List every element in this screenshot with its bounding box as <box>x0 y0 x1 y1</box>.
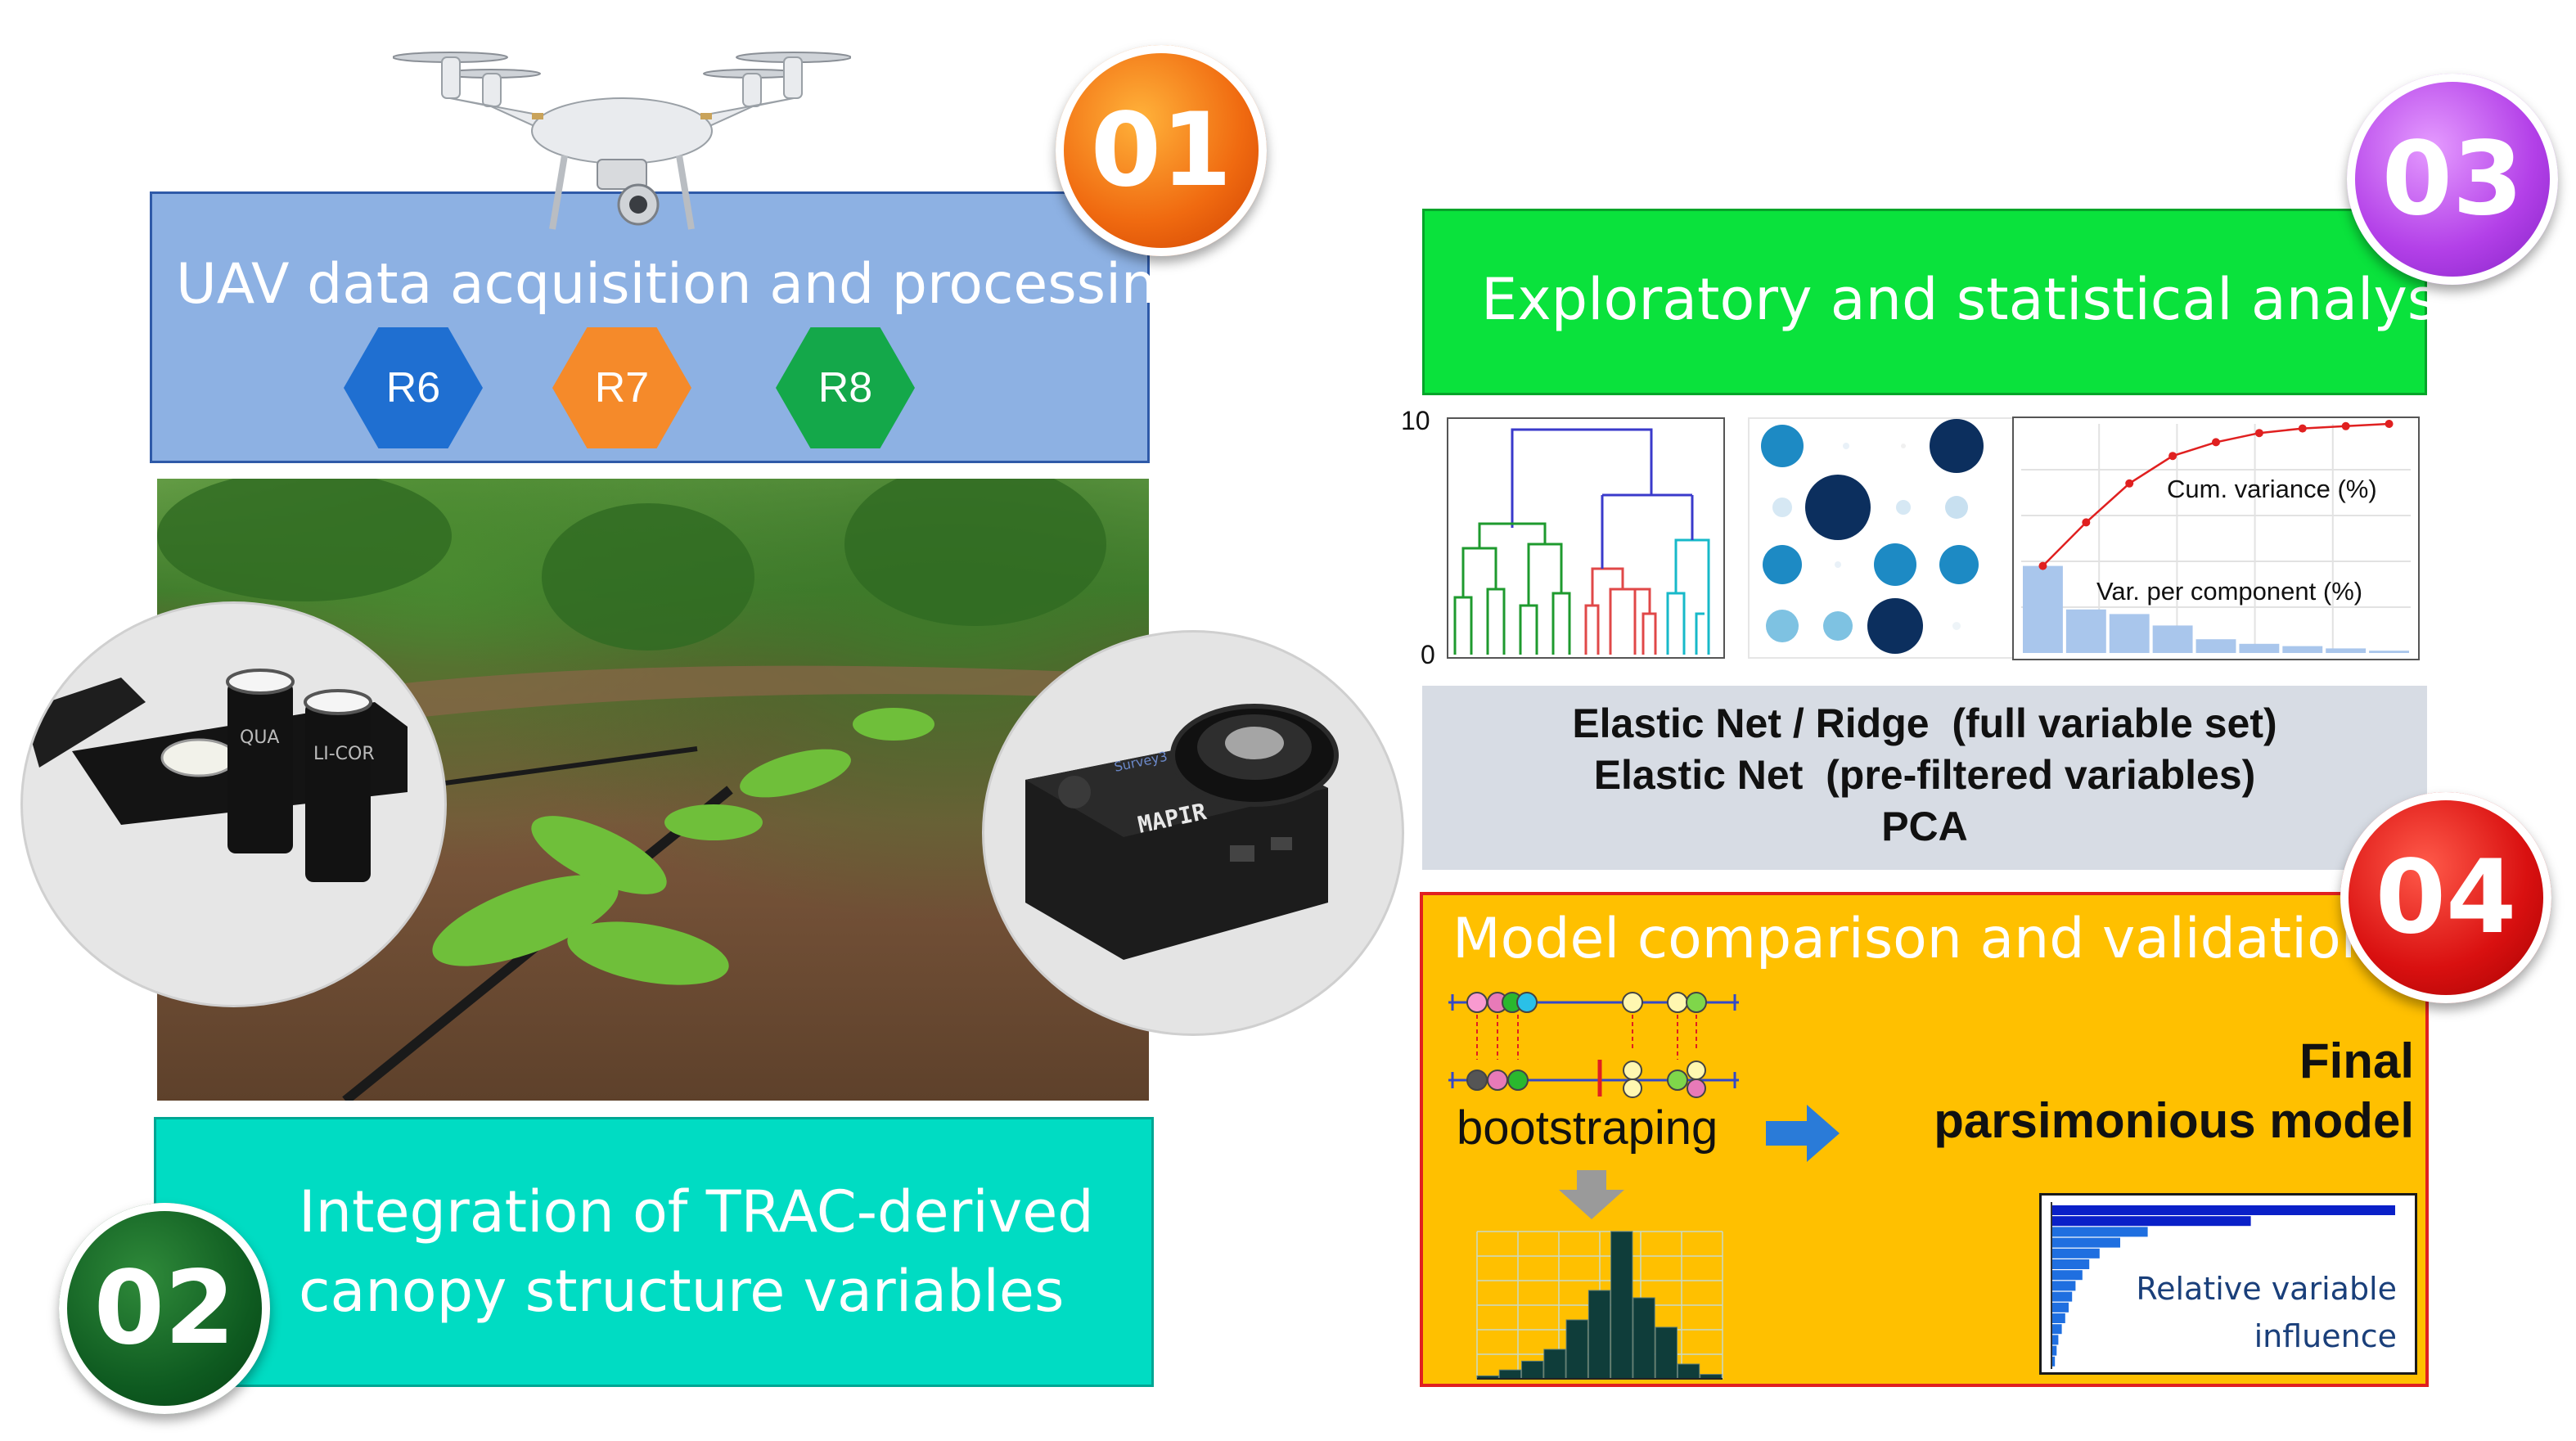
pca-bar <box>2152 625 2193 653</box>
influence-chart <box>2051 1202 2395 1369</box>
bootstrap-diagram <box>1448 992 1739 1098</box>
badge-02: 02 <box>59 1203 270 1414</box>
bootstrap-label: bootstraping <box>1457 1101 1718 1155</box>
pca-bar <box>2023 565 2063 653</box>
histogram-bar <box>1633 1297 1655 1380</box>
influence-label-1: Relative variable <box>2136 1271 2397 1307</box>
influence-bars <box>2051 1202 2395 1369</box>
pca-point <box>2125 479 2134 488</box>
histogram-bar <box>1521 1360 1544 1380</box>
bootstrap-histogram <box>1476 1231 1723 1380</box>
influence-bar <box>2051 1270 2083 1281</box>
step2-panel <box>154 1117 1154 1387</box>
step2-line2: canopy structure variables <box>299 1258 1065 1325</box>
pca-point <box>2082 518 2091 527</box>
influence-bar <box>2051 1216 2251 1227</box>
step2-line1: Integration of TRAC-derived <box>299 1178 1094 1245</box>
pca-bar <box>2109 614 2150 653</box>
histogram-bar <box>1498 1369 1522 1380</box>
pca-bar <box>2239 643 2280 653</box>
influence-bar <box>2051 1248 2100 1259</box>
histogram-bar <box>1565 1319 1588 1380</box>
step3-panel <box>1422 209 2427 395</box>
right-arrow-icon <box>1766 1105 1840 1162</box>
method-line-3: PCA <box>1881 804 1968 849</box>
influence-bar <box>2051 1259 2090 1269</box>
histogram-bar <box>1587 1290 1611 1380</box>
influence-bar <box>2051 1313 2065 1323</box>
influence-bar <box>2051 1356 2056 1367</box>
histogram-bar <box>1677 1363 1700 1380</box>
dendro-axis-bottom: 0 <box>1421 640 1435 669</box>
pca-point <box>2385 420 2394 428</box>
badge-01: 01 <box>1056 45 1267 256</box>
influence-label-2: influence <box>2254 1318 2397 1354</box>
pca-point <box>2254 429 2263 438</box>
pca-cum-label: Cum. variance (%) <box>2167 475 2377 503</box>
pca-point <box>2038 561 2047 570</box>
pca-scree-chart <box>2012 417 2420 660</box>
influence-chart-box: Relative variable influence <box>2039 1193 2417 1375</box>
histogram-bars <box>1476 1231 1723 1380</box>
influence-bar <box>2051 1205 2395 1215</box>
method-line-2: Elastic Net (pre-filtered variables) <box>1593 752 2256 798</box>
histogram-bar <box>1610 1231 1633 1380</box>
influence-bar <box>2051 1291 2073 1302</box>
pca-bar <box>2065 609 2106 653</box>
influence-bar <box>2051 1227 2148 1237</box>
pca-bar <box>2369 651 2409 653</box>
final-model-line1: Final <box>2299 1033 2414 1088</box>
pca-point <box>2298 424 2307 433</box>
pca-cumulative-points <box>2038 420 2394 570</box>
sensor-model-text: QUA <box>240 727 279 748</box>
pca-point <box>2212 438 2220 447</box>
method-line-1: Elastic Net / Ridge (full variable set) <box>1572 700 2277 746</box>
histogram-bar <box>1543 1349 1566 1380</box>
pca-bars <box>2023 565 2409 653</box>
pca-bar <box>2282 646 2323 653</box>
pca-bar <box>2195 639 2236 653</box>
dendrogram <box>1447 417 1725 659</box>
step3-title: Exploratory and statistical analysis <box>1481 266 2484 333</box>
dendro-axis-top: 10 <box>1401 406 1430 435</box>
badge-04: 04 <box>2340 792 2551 1003</box>
sensor-brand-text: LI-COR <box>313 744 375 764</box>
histogram-bar <box>1655 1326 1678 1380</box>
influence-bar <box>2051 1335 2059 1345</box>
step1-title: UAV data acquisition and processing <box>176 252 1192 317</box>
pca-point <box>2168 452 2177 461</box>
final-model-line2: parsimonious model <box>1934 1093 2414 1148</box>
correlation-plot <box>1748 417 2014 659</box>
influence-bar <box>2051 1302 2069 1313</box>
badge-03: 03 <box>2347 74 2558 285</box>
methods-box <box>1422 686 2427 870</box>
down-arrow-icon <box>1559 1170 1624 1219</box>
trac-sensor-photo: LI-COR QUA <box>20 601 447 1007</box>
influence-bar <box>2051 1345 2057 1356</box>
influence-bar <box>2051 1281 2076 1291</box>
step4-panel <box>1420 892 2429 1387</box>
pca-bar <box>2326 648 2367 653</box>
pca-var-label: Var. per component (%) <box>2096 577 2363 606</box>
drone-icon <box>393 52 851 230</box>
step4-title: Model comparison and validation <box>1452 907 2376 971</box>
influence-bar <box>2051 1237 2120 1248</box>
pca-point <box>2341 421 2350 430</box>
influence-bar <box>2051 1324 2062 1335</box>
pca-grid <box>2021 424 2411 653</box>
mapir-camera-photo: MAPIR Survey3 <box>982 630 1404 1036</box>
